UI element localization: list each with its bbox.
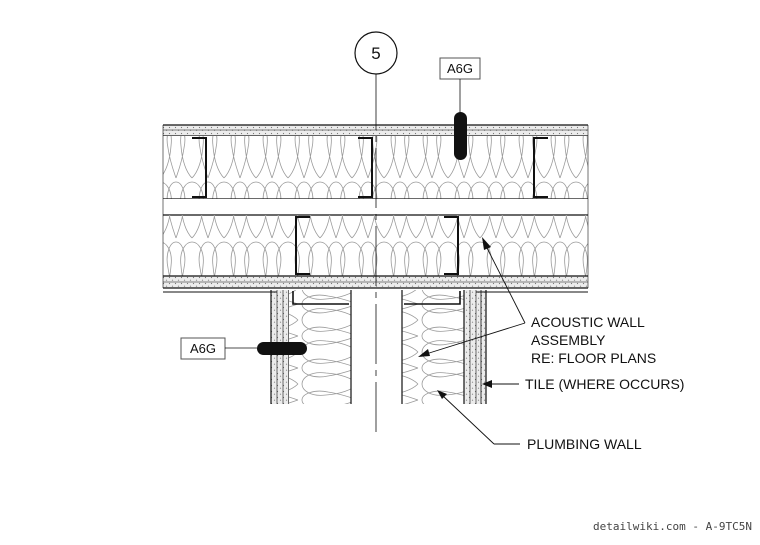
tile-layer — [464, 290, 486, 404]
note-acoustic-line-3: RE: FLOOR PLANS — [531, 350, 656, 366]
note-acoustic-line-1: ACOUSTIC WALL — [531, 314, 645, 330]
plumbing-insulation-right — [402, 290, 464, 404]
leader-tile — [482, 380, 519, 388]
tag-top: A6G — [439, 57, 481, 160]
leader-plumbing — [437, 390, 520, 445]
grid-marker-label: 5 — [371, 44, 380, 63]
insulation-row-2 — [163, 215, 588, 276]
watermark: detailwiki.com - A-9TC5N — [593, 520, 752, 533]
stud — [358, 137, 373, 198]
top-board-layer — [163, 125, 588, 136]
stud — [295, 216, 310, 275]
tag-left-label: A6G — [190, 341, 216, 356]
note-plumbing: PLUMBING WALL — [527, 436, 642, 452]
note-acoustic: ACOUSTIC WALL ASSEMBLY RE: FLOOR PLANS — [531, 314, 656, 366]
tag-left-pill — [257, 342, 307, 355]
tag-top-label: A6G — [447, 61, 473, 76]
stud — [192, 137, 207, 198]
note-acoustic-line-2: ASSEMBLY — [531, 332, 606, 348]
grid-marker: 5 — [354, 31, 398, 75]
stud — [444, 216, 459, 275]
insulation-row-1 — [163, 136, 588, 199]
note-tile: TILE (WHERE OCCURS) — [525, 376, 684, 392]
tag-left: A6G — [180, 337, 307, 360]
top-wall-assembly — [162, 124, 589, 289]
tag-top-pill — [454, 112, 467, 160]
leader-acoustic — [418, 237, 526, 357]
stud — [533, 137, 548, 198]
